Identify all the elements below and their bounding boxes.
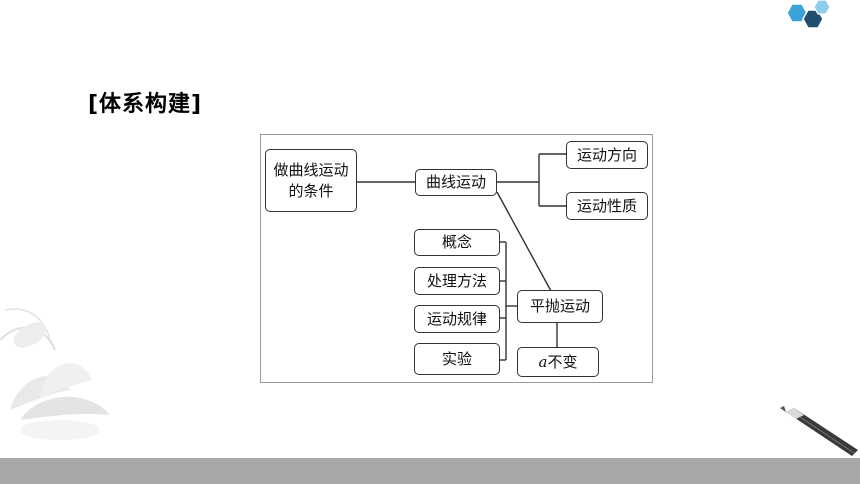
node-a-constant-variable: a [538,352,548,371]
node-condition: 做曲线运动的条件 [265,149,357,212]
lotus-flower-decoration-icon [0,308,110,440]
node-concept-label: 概念 [441,233,472,251]
node-concept: 概念 [414,229,500,256]
node-motion-direction-label: 运动方向 [576,145,637,164]
concept-map: 做曲线运动的条件 曲线运动 运动方向 运动性质 概念 处理方法 运动规律 实验 … [260,134,653,383]
node-method-label: 处理方法 [426,271,487,290]
node-motion-direction: 运动方向 [566,141,648,169]
connector-lines [357,153,566,361]
node-motion-nature: 运动性质 [566,192,648,220]
node-laws: 运动规律 [414,305,500,333]
footer-bar [0,458,860,484]
node-projectile-motion: 平抛运动 [517,290,603,323]
node-laws-label: 运动规律 [426,309,487,328]
hexagon-logo-icon [786,0,831,29]
node-method: 处理方法 [414,267,500,295]
node-a-constant-label: 不变 [547,352,578,371]
node-experiment: 实验 [414,343,500,375]
node-experiment-label: 实验 [441,349,472,368]
pen-decoration-icon [780,406,858,456]
node-motion-nature-label: 运动性质 [576,196,637,215]
node-projectile-motion-label: 平抛运动 [529,297,590,315]
node-curvilinear-motion: 曲线运动 [415,169,497,196]
node-curvilinear-motion-label: 曲线运动 [425,173,486,191]
node-condition-label: 做曲线运动的条件 [273,160,349,200]
slide-title: [体系构建] [88,92,203,117]
